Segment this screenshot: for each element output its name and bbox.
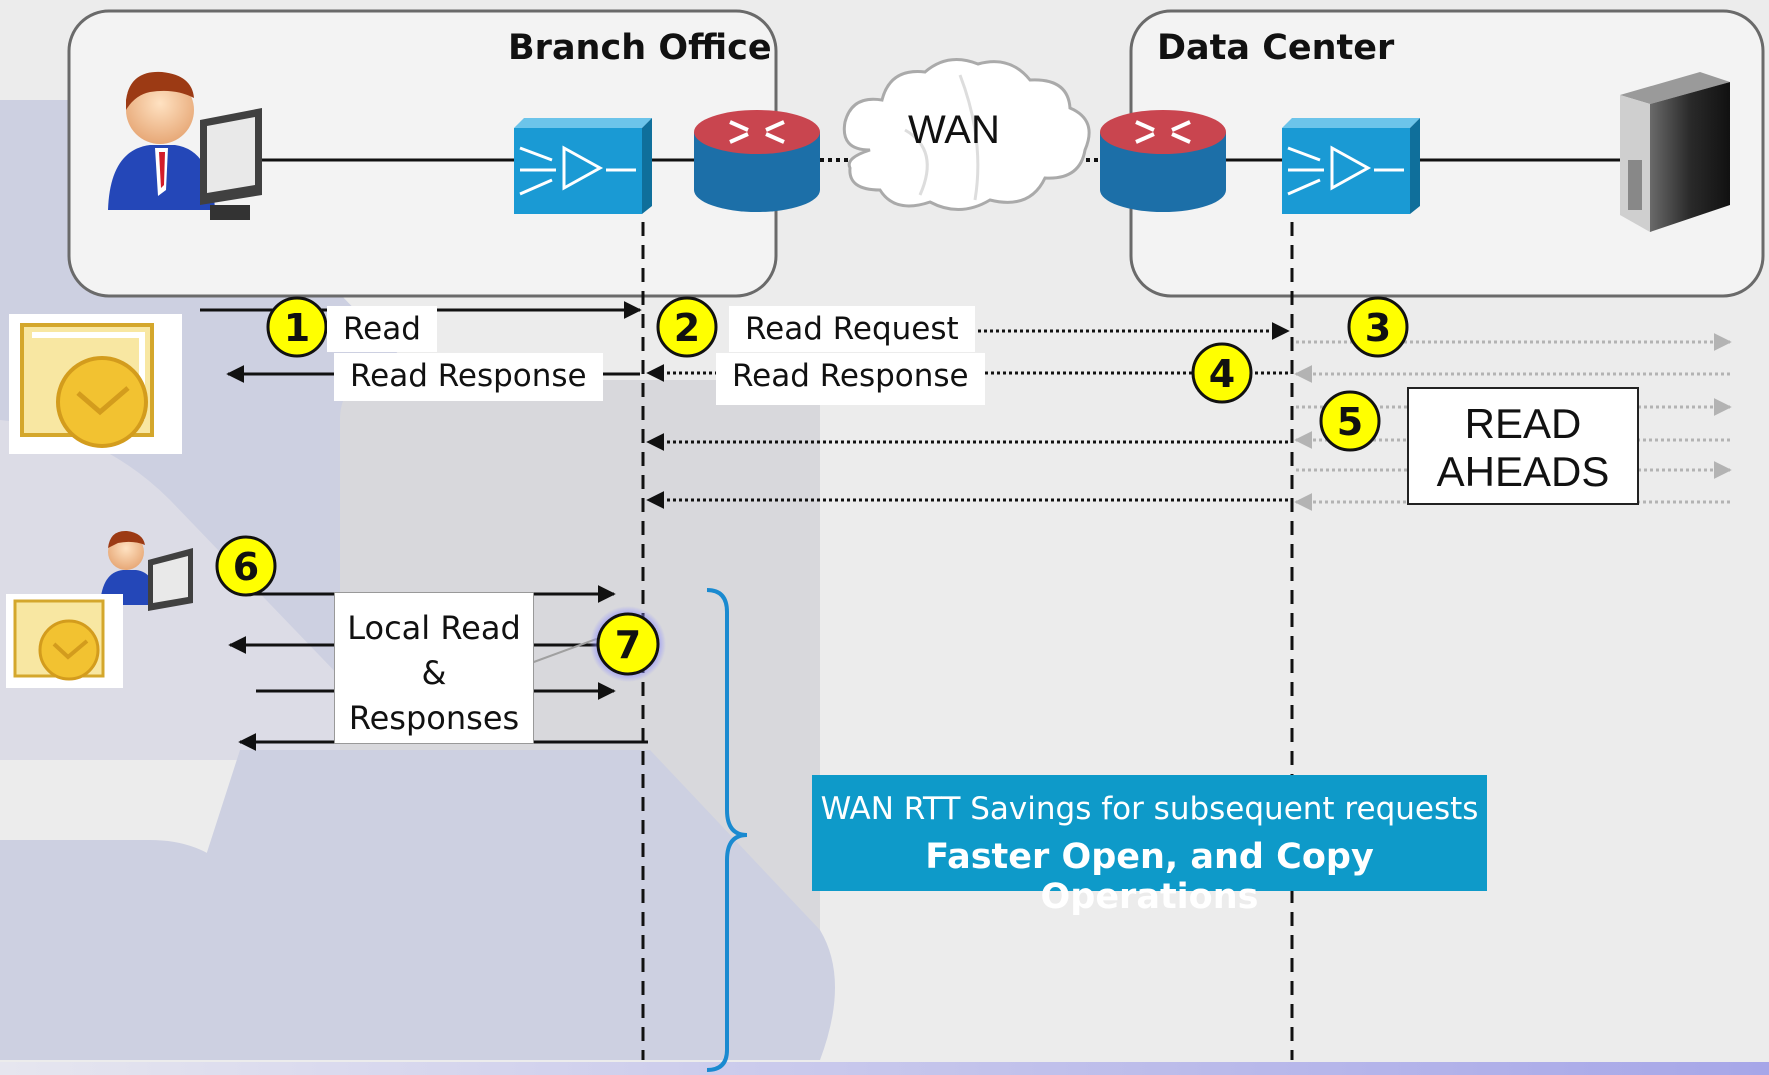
read-aheads-line1: READ — [1464, 400, 1582, 447]
savings-brace — [706, 588, 748, 1072]
dc-router-icon — [1100, 110, 1226, 212]
step-number-1: 1 — [284, 306, 310, 350]
branch-office-title: Branch Office — [508, 28, 772, 68]
step-number-6: 6 — [233, 545, 259, 589]
read-label: Read — [327, 306, 437, 352]
read-response-client-label: Read Response — [334, 353, 603, 401]
server-icon — [1620, 72, 1730, 232]
read-request-label: Read Request — [729, 306, 975, 352]
wan-label: WAN — [908, 108, 1000, 152]
savings-line1: WAN RTT Savings for subsequent requests — [820, 791, 1479, 827]
user-computer-icon — [108, 71, 262, 220]
outlook-app-icon — [9, 314, 182, 454]
local-read-line1: Local Read — [347, 609, 521, 647]
step-badge-7: 7 — [590, 606, 666, 682]
read-aheads-line2: AHEADS — [1436, 448, 1610, 495]
local-read-line3: Responses — [348, 699, 520, 737]
step-badge-5: 5 — [1319, 390, 1381, 452]
dc-accelerator-icon — [1282, 118, 1420, 214]
step-number-4: 4 — [1209, 352, 1235, 396]
user-computer-small-icon — [100, 530, 193, 611]
data-center-title: Data Center — [1157, 28, 1395, 68]
wan-savings-callout: WAN RTT Savings for subsequent requests … — [812, 775, 1487, 917]
read-aheads-box: READ AHEADS — [1407, 387, 1639, 505]
step-badge-3: 3 — [1347, 296, 1409, 358]
step-badge-2: 2 — [656, 296, 718, 358]
savings-line2: Faster Open, and Copy Operations — [925, 837, 1374, 917]
step-number-5: 5 — [1337, 400, 1363, 444]
local-read-line2: & — [421, 654, 447, 692]
branch-router-icon — [694, 110, 820, 212]
branch-accelerator-icon — [514, 118, 652, 214]
read-response-wan-label: Read Response — [716, 353, 985, 405]
step-number-7: 7 — [615, 623, 641, 667]
step-badge-4: 4 — [1191, 342, 1253, 404]
local-read-box: Local Read & Responses — [334, 592, 534, 744]
wan-cloud-icon — [842, 58, 1091, 212]
step-badge-6: 6 — [215, 535, 277, 597]
step-number-3: 3 — [1365, 306, 1391, 350]
step-number-2: 2 — [674, 306, 700, 350]
outlook-app-small-icon — [6, 594, 123, 688]
step-badge-1: 1 — [266, 296, 328, 358]
